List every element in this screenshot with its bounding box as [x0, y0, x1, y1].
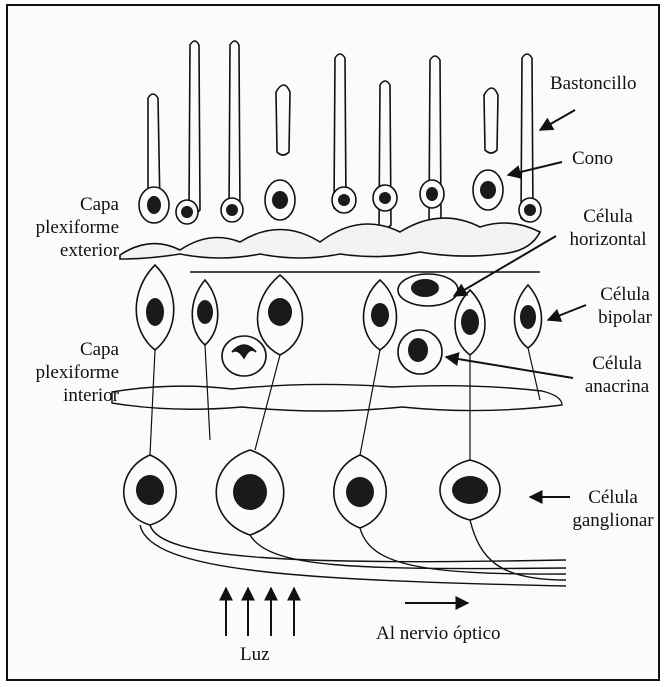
- label-bipolar-2: bipolar: [590, 306, 660, 329]
- label-capa-exterior-1: Capa: [14, 193, 119, 216]
- label-capa-interior-3: interior: [14, 384, 119, 407]
- label-capa-interior-1: Capa: [14, 338, 119, 361]
- label-capa-interior-2: plexiforme: [14, 361, 119, 384]
- bipolar-cells: [136, 265, 541, 355]
- ganglion-cells: [124, 450, 500, 535]
- photoreceptor-layer: [139, 41, 541, 228]
- label-horizontal-1: Célula: [556, 205, 660, 228]
- outer-plexiform-band: [120, 218, 540, 259]
- amacrine-cells: [222, 330, 442, 376]
- light-arrows: [226, 588, 294, 636]
- label-bipolar-1: Célula: [590, 283, 660, 306]
- label-capa-exterior-3: exterior: [14, 239, 119, 262]
- label-bastoncillo: Bastoncillo: [550, 72, 637, 95]
- label-anacrina-1: Célula: [574, 352, 660, 375]
- label-horizontal-2: horizontal: [556, 228, 660, 251]
- label-capa-exterior-2: plexiforme: [14, 216, 119, 239]
- label-nervio-optico: Al nervio óptico: [376, 622, 501, 645]
- axon-bundle: [140, 520, 566, 586]
- label-ganglionar-2: ganglionar: [566, 509, 660, 532]
- label-anacrina-2: anacrina: [574, 375, 660, 398]
- label-ganglionar-1: Célula: [566, 486, 660, 509]
- label-luz: Luz: [240, 643, 270, 666]
- inner-plexiform-band: [112, 384, 562, 411]
- label-cono: Cono: [572, 147, 613, 170]
